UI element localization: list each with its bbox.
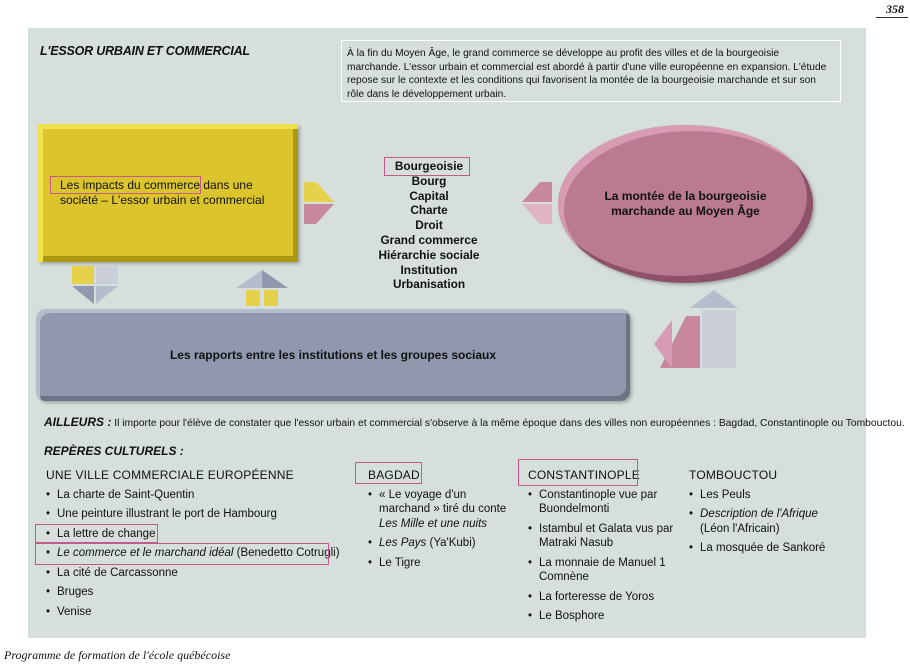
ailleurs-note: AILLEURS : Il importe pour l'élève de co… — [44, 415, 905, 429]
highlight-constantinople — [518, 459, 638, 486]
impacts-text: Les impacts du commerce dans une société… — [60, 178, 265, 207]
header-rule — [876, 17, 908, 18]
arrow-up-icon — [236, 270, 288, 306]
concept-item: Grand commerce — [380, 232, 478, 247]
concepts-list: Bourgeoisie Bourg Capital Charte Droit G… — [374, 159, 484, 292]
concept-item: Bourg — [411, 173, 447, 188]
highlight-commerce-ideal — [35, 543, 329, 565]
list-item: La monnaie de Manuel 1 Comnène — [528, 556, 678, 585]
column-tombouctou: TOMBOUCTOU Les Peuls Description de l'Af… — [689, 468, 849, 561]
arrow-left-icon — [522, 182, 552, 224]
footer: Programme de formation de l'école québéc… — [4, 648, 231, 662]
ailleurs-text: Il importe pour l'élève de constater que… — [114, 418, 905, 429]
arrow-diagonal-icon — [654, 290, 738, 368]
work-title: Les Mille et une nuits — [379, 517, 488, 530]
column-europe: UNE VILLE COMMERCIALE EUROPÉENNE La char… — [46, 468, 346, 624]
list-item: « Le voyage d'un marchand » tiré du cont… — [368, 488, 520, 532]
concept-item: Bourgeoisie — [394, 159, 464, 173]
highlight-bourgeoisie — [384, 157, 470, 176]
column-bagdad: BAGDAD « Le voyage d'un marchand » tiré … — [368, 468, 520, 575]
item-text: « Le voyage d'un marchand » tiré du cont… — [379, 488, 507, 516]
institutions-text: Les rapports entre les institutions et l… — [169, 348, 497, 362]
list-item: La mosquée de Sankoré — [689, 541, 849, 556]
work-title: Le commerce et le marchand idéal — [57, 547, 234, 559]
page-number: 358 — [886, 2, 904, 16]
work-author: (Benedetto Cotrugli) — [233, 547, 340, 559]
concept-item: Urbanisation — [392, 277, 466, 292]
column-heading: TOMBOUCTOU — [689, 468, 778, 482]
column-heading: UNE VILLE COMMERCIALE EUROPÉENNE — [46, 468, 294, 482]
concept-item: Charte — [410, 203, 448, 218]
bourgeoisie-ellipse: La montée de la bourgeoisie marchande au… — [558, 125, 813, 283]
list-item: Venise — [46, 605, 346, 620]
column-heading: BAGDAD — [368, 468, 420, 482]
list-item: Bruges — [46, 585, 346, 600]
ailleurs-label: AILLEURS : — [44, 415, 112, 429]
list-item: La charte de Saint-Quentin — [46, 488, 346, 503]
work-author: (Ya'Kubi) — [426, 537, 476, 549]
work-author: (Léon l'Africain) — [700, 522, 780, 535]
list-item: Les Pays (Ya'Kubi) — [368, 536, 520, 551]
list-item: Une peinture illustrant le port de Hambo… — [46, 507, 346, 522]
list-item: Constantinople vue par Buondelmonti — [528, 488, 678, 517]
highlight-bagdad — [355, 462, 422, 484]
column-constantinople: CONSTANTINOPLE Constantinople vue par Bu… — [528, 468, 678, 629]
list-item: Le Bosphore — [528, 609, 678, 624]
list-item: La forteresse de Yoros — [528, 590, 678, 605]
institutions-box: Les rapports entre les institutions et l… — [36, 309, 630, 401]
concept-item: Capital — [409, 188, 449, 203]
list-item: Istambul et Galata vus par Matraki Nasub — [528, 522, 678, 551]
reperes-title: REPÈRES CULTURELS : — [44, 444, 184, 458]
highlight-lettre-de-change — [35, 524, 158, 543]
list-item: Le Tigre — [368, 556, 520, 571]
list-item: Description de l'Afrique (Léon l'Africai… — [689, 507, 849, 536]
concept-item: Hiérarchie sociale — [378, 247, 480, 262]
column-heading: CONSTANTINOPLE — [528, 468, 640, 482]
concept-item: Droit — [415, 218, 443, 233]
concept-item: Institution — [400, 262, 458, 277]
list-item: La lettre de change — [46, 527, 346, 542]
arrow-right-icon — [304, 182, 334, 224]
section-title: L'ESSOR URBAIN ET COMMERCIAL — [40, 44, 250, 58]
work-title: Les Pays — [379, 537, 427, 549]
list-item: Le commerce et le marchand idéal (Benede… — [46, 546, 346, 561]
intro-box: À la fin du Moyen Âge, le grand commerce… — [341, 40, 841, 102]
list-item: La cité de Carcassonne — [46, 566, 346, 581]
highlight-impacts — [50, 176, 201, 194]
arrow-down-icon — [72, 266, 118, 304]
list-item: Les Peuls — [689, 488, 849, 503]
work-title: Description de l'Afrique — [700, 508, 818, 520]
ellipse-text: La montée de la bourgeoisie marchande au… — [604, 189, 767, 218]
